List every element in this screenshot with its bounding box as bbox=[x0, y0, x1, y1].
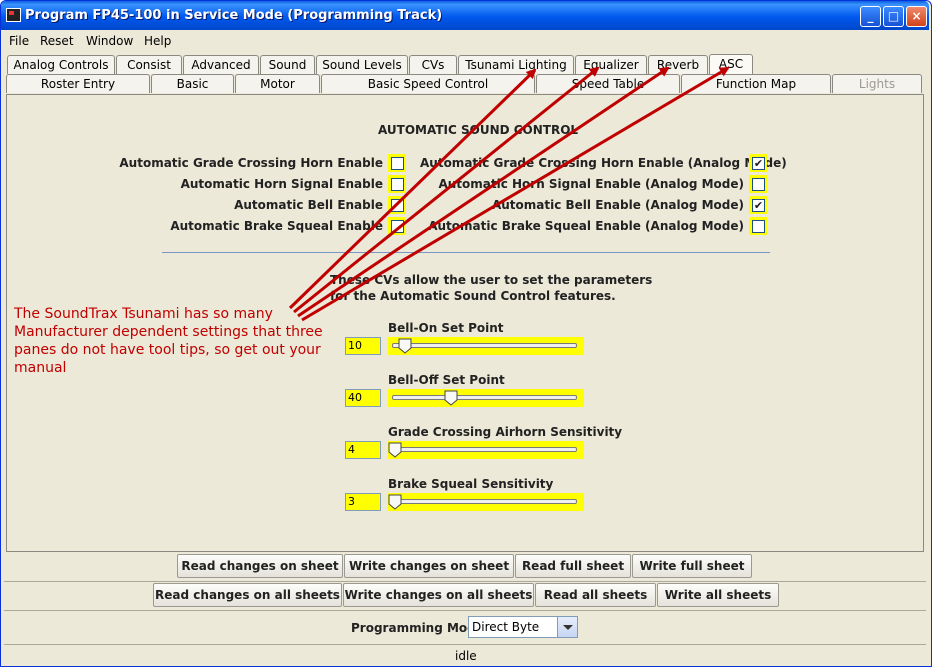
menu-window[interactable]: Window bbox=[86, 34, 134, 48]
menu-reset[interactable]: Reset bbox=[40, 34, 74, 48]
read-full-sheet-button[interactable]: Read full sheet bbox=[515, 554, 631, 578]
brake-squeal-sensitivity-slider-track[interactable] bbox=[392, 499, 577, 504]
tab-equalizer[interactable]: Equalizer bbox=[575, 55, 647, 74]
tab-motor[interactable]: Motor bbox=[235, 74, 320, 93]
description-line-2: for the Automatic Sound Control features… bbox=[330, 289, 616, 303]
slider-label: Bell-Off Set Point bbox=[388, 373, 505, 387]
tab-speed-table[interactable]: Speed Table bbox=[536, 74, 680, 93]
checkbox-horn-signal[interactable] bbox=[391, 178, 404, 191]
option-label: Automatic Horn Signal Enable (Analog Mod… bbox=[438, 177, 744, 191]
bell-on-slider-track[interactable] bbox=[392, 343, 577, 348]
chevron-down-icon[interactable] bbox=[557, 617, 577, 637]
locomotive-icon bbox=[6, 8, 21, 22]
tab-tsunami-lighting[interactable]: Tsunami Lighting bbox=[458, 55, 574, 74]
annotation-note: The SoundTrax Tsunami has so many Manufa… bbox=[14, 306, 323, 376]
tab-advanced[interactable]: Advanced bbox=[183, 55, 259, 74]
bell-on-slider-thumb[interactable] bbox=[398, 338, 412, 354]
programming-mode-value: Direct Byte bbox=[472, 620, 540, 634]
tab-function-map[interactable]: Function Map bbox=[681, 74, 831, 93]
tab-basic[interactable]: Basic bbox=[151, 74, 234, 93]
write-changes-on-all-sheets-button[interactable]: Write changes on all sheets bbox=[343, 583, 534, 607]
tab-cvs[interactable]: CVs bbox=[409, 55, 457, 74]
slider-label: Bell-On Set Point bbox=[388, 321, 504, 335]
option-label: Automatic Grade Crossing Horn Enable (An… bbox=[420, 156, 787, 170]
status-text: idle bbox=[455, 649, 477, 663]
write-all-sheets-button[interactable]: Write all sheets bbox=[657, 583, 779, 607]
option-label: Automatic Bell Enable bbox=[234, 198, 383, 212]
option-label: Automatic Brake Squeal Enable bbox=[170, 219, 383, 233]
airhorn-sensitivity-slider-thumb[interactable] bbox=[388, 442, 402, 458]
write-full-sheet-button[interactable]: Write full sheet bbox=[632, 554, 752, 578]
separator bbox=[162, 252, 770, 253]
minimize-button[interactable]: _ bbox=[860, 6, 881, 27]
option-label: Automatic Grade Crossing Horn Enable bbox=[119, 156, 383, 170]
tab-sound-levels[interactable]: Sound Levels bbox=[316, 55, 408, 74]
read-all-sheets-button[interactable]: Read all sheets bbox=[535, 583, 656, 607]
tab-analog-controls[interactable]: Analog Controls bbox=[7, 55, 115, 74]
checkbox-grade-crossing-horn[interactable] bbox=[391, 157, 404, 170]
separator bbox=[4, 644, 926, 645]
panel-heading: AUTOMATIC SOUND CONTROL bbox=[378, 123, 579, 137]
programming-mode-select[interactable]: Direct Byte bbox=[468, 616, 578, 638]
separator bbox=[4, 581, 926, 582]
brake-squeal-sensitivity-slider-thumb[interactable] bbox=[388, 494, 402, 510]
option-label: Automatic Horn Signal Enable bbox=[180, 177, 383, 191]
title-bar[interactable] bbox=[1, 1, 929, 30]
slider-label: Brake Squeal Sensitivity bbox=[388, 477, 554, 491]
bell-off-slider-track[interactable] bbox=[392, 395, 577, 400]
checkbox-bell[interactable] bbox=[391, 199, 404, 212]
bell-off-slider-thumb[interactable] bbox=[444, 390, 458, 406]
slider-label: Grade Crossing Airhorn Sensitivity bbox=[388, 425, 623, 439]
maximize-button[interactable]: □ bbox=[883, 6, 904, 27]
menu-help[interactable]: Help bbox=[144, 34, 172, 48]
tab-reverb[interactable]: Reverb bbox=[648, 55, 708, 74]
tab-lights[interactable]: Lights bbox=[832, 74, 922, 93]
menu-file[interactable]: File bbox=[9, 34, 30, 48]
airhorn-sensitivity-slider-track[interactable] bbox=[392, 447, 577, 452]
read-changes-on-all-sheets-button[interactable]: Read changes on all sheets bbox=[153, 583, 342, 607]
tab-roster-entry[interactable]: Roster Entry bbox=[6, 74, 150, 93]
checkbox-brake-squeal[interactable] bbox=[391, 220, 404, 233]
tab-sound[interactable]: Sound bbox=[260, 55, 315, 74]
checkbox-brake-squeal-analog[interactable] bbox=[752, 220, 765, 233]
programming-mode-label: Programming Mode bbox=[351, 621, 484, 635]
menu-bar bbox=[1, 30, 929, 50]
checkbox-horn-signal-analog[interactable] bbox=[752, 178, 765, 191]
window-title: Program FP45-100 in Service Mode (Progra… bbox=[25, 8, 443, 23]
separator bbox=[4, 610, 926, 611]
description-line-1: These CVs allow the user to set the para… bbox=[330, 273, 653, 287]
checkbox-bell-analog[interactable]: ✔ bbox=[752, 199, 765, 212]
bell-off-value-field[interactable]: 40 bbox=[345, 389, 381, 407]
tab-basic-speed-control[interactable]: Basic Speed Control bbox=[321, 74, 535, 93]
tab-consist[interactable]: Consist bbox=[116, 55, 182, 74]
option-label: Automatic Brake Squeal Enable (Analog Mo… bbox=[428, 219, 744, 233]
read-changes-on-sheet-button[interactable]: Read changes on sheet bbox=[177, 554, 343, 578]
close-button[interactable]: × bbox=[906, 6, 927, 27]
tab-asc[interactable]: ASC bbox=[709, 54, 753, 74]
write-changes-on-sheet-button[interactable]: Write changes on sheet bbox=[344, 554, 514, 578]
option-label: Automatic Bell Enable (Analog Mode) bbox=[491, 198, 744, 212]
brake-squeal-sensitivity-value-field[interactable]: 3 bbox=[345, 493, 381, 511]
checkbox-grade-crossing-horn-analog[interactable]: ✔ bbox=[752, 157, 765, 170]
bell-on-value-field[interactable]: 10 bbox=[345, 337, 381, 355]
airhorn-sensitivity-value-field[interactable]: 4 bbox=[345, 441, 381, 459]
